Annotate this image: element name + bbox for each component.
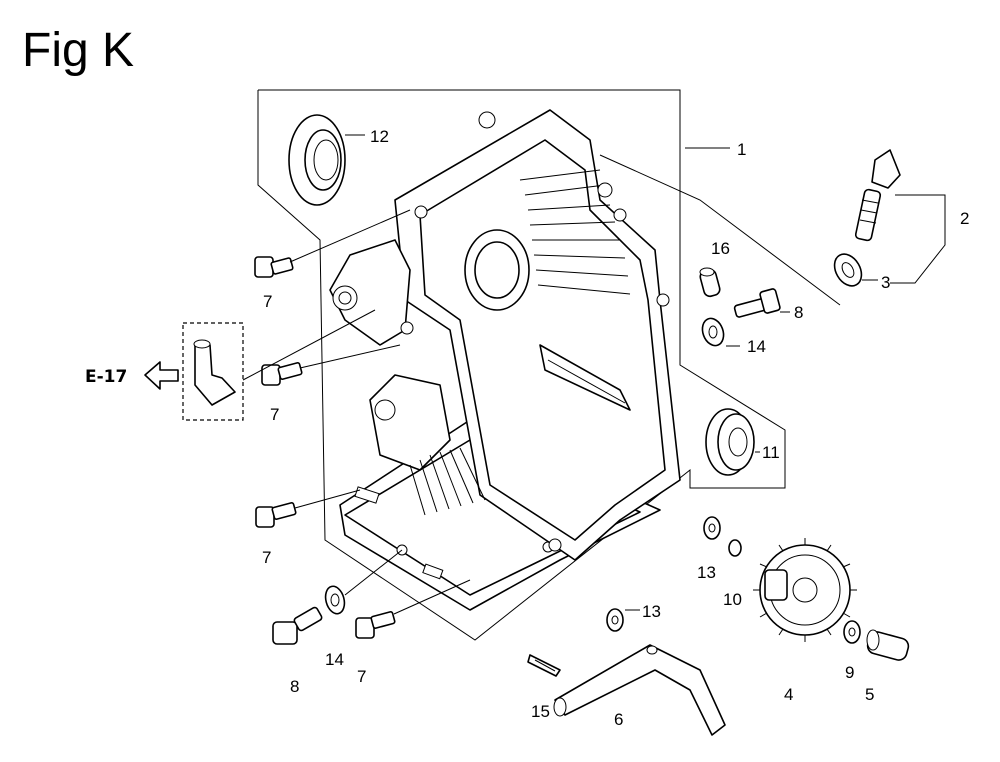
callout-3: 3	[881, 273, 890, 292]
leader-bolt-7-b	[299, 344, 401, 369]
callout-6: 6	[614, 710, 623, 729]
callout-1: 1	[737, 140, 746, 159]
governor-gear	[753, 538, 857, 642]
arrow-left-icon	[144, 361, 179, 390]
callout-8-upper: 8	[794, 303, 803, 322]
crankcase	[329, 109, 681, 611]
callout-13-right: 13	[697, 563, 716, 582]
oil-level-sensor	[854, 149, 901, 242]
bolt-7-a	[254, 256, 294, 278]
washer-13-right	[703, 516, 721, 540]
bolt-7-b	[261, 362, 303, 386]
washer-lower	[324, 585, 346, 615]
callout-7-d: 7	[357, 667, 366, 686]
callout-8-lower: 8	[290, 677, 299, 696]
dowel-pin	[699, 267, 721, 298]
bolt-7-d	[355, 611, 396, 639]
callout-4: 4	[784, 685, 793, 704]
pin-10	[728, 539, 742, 557]
callout-10: 10	[723, 590, 742, 609]
callout-14-lower: 14	[325, 650, 344, 669]
washer-upper	[701, 317, 725, 347]
callout-2: 2	[960, 209, 969, 228]
bolt-7-c	[255, 502, 297, 528]
governor-shaft-5	[866, 629, 910, 661]
cotter-pin-15	[527, 654, 561, 677]
leader-bolt-7-a	[289, 209, 411, 263]
callout-5: 5	[865, 685, 874, 704]
leader-16-area	[599, 154, 841, 306]
callout-11: 11	[762, 443, 780, 462]
bearing	[705, 408, 755, 476]
reference-box	[182, 322, 244, 421]
callout-7-b: 7	[270, 405, 279, 424]
sealing-washer	[833, 253, 863, 287]
crankcase-lower-fins	[409, 447, 486, 516]
bracket-2-3	[890, 194, 946, 284]
callout-16: 16	[711, 239, 730, 258]
callout-7-a: 7	[263, 292, 272, 311]
figure-title: Fig K	[22, 24, 134, 77]
callout-7-c: 7	[262, 548, 271, 567]
callout-12: 12	[370, 127, 389, 146]
governor-arm-6	[553, 644, 726, 736]
reference-label: E-17	[85, 367, 127, 387]
washer-13-center	[606, 608, 624, 632]
leader-breather	[242, 309, 376, 381]
crankcase-ribs	[519, 169, 631, 295]
callout-15: 15	[531, 702, 550, 721]
oil-seal	[288, 114, 346, 206]
leader-washer-lower	[344, 549, 403, 596]
callout-14-upper: 14	[747, 337, 766, 356]
leader-bolt-7-c	[294, 489, 361, 509]
assembly-outline	[257, 89, 786, 641]
flange-bolt-upper	[733, 288, 781, 318]
leader-bolt-7-d	[393, 579, 471, 615]
callout-9: 9	[845, 663, 854, 682]
callout-13-center: 13	[642, 602, 661, 621]
breather-tube	[193, 339, 236, 406]
washer-9	[843, 620, 861, 644]
flange-bolt-lower	[272, 606, 323, 645]
